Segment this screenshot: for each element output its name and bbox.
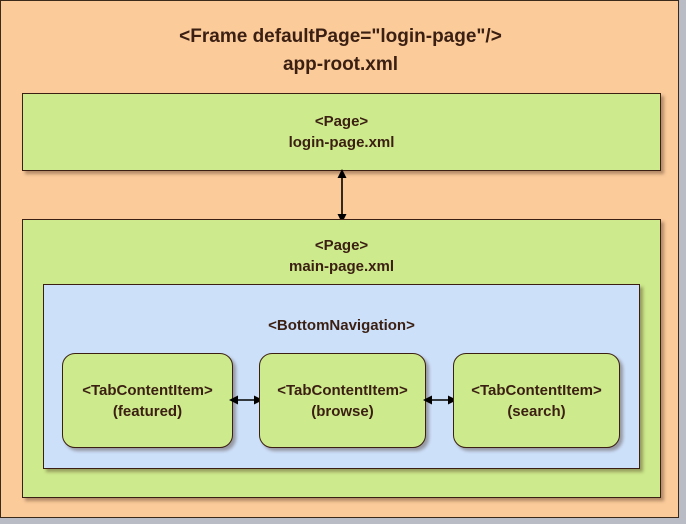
app-root-frame: <Frame defaultPage="login-page"/> app-ro… xyxy=(0,0,679,518)
login-main-connector-arrow xyxy=(337,169,347,223)
tab-search-label: <TabContentItem> (search) xyxy=(471,382,602,420)
browse-search-connector-arrow xyxy=(423,395,457,405)
bottom-navigation-label: <BottomNavigation> xyxy=(268,317,415,334)
tab-browse-label: <TabContentItem> (browse) xyxy=(277,382,408,420)
tab-content-item-search[interactable]: <TabContentItem> (search) xyxy=(453,353,620,448)
login-page-label: <Page> login-page.xml xyxy=(288,113,395,151)
featured-browse-connector-arrow xyxy=(229,395,263,405)
tab-featured-label: <TabContentItem> (featured) xyxy=(82,382,213,420)
login-page-box[interactable]: <Page> login-page.xml xyxy=(22,93,661,171)
tab-content-item-featured[interactable]: <TabContentItem> (featured) xyxy=(62,353,233,448)
app-root-frame-title: <Frame defaultPage="login-page"/> app-ro… xyxy=(179,26,502,75)
tab-content-item-browse[interactable]: <TabContentItem> (browse) xyxy=(259,353,426,448)
main-page-label: <Page> main-page.xml xyxy=(288,237,395,275)
